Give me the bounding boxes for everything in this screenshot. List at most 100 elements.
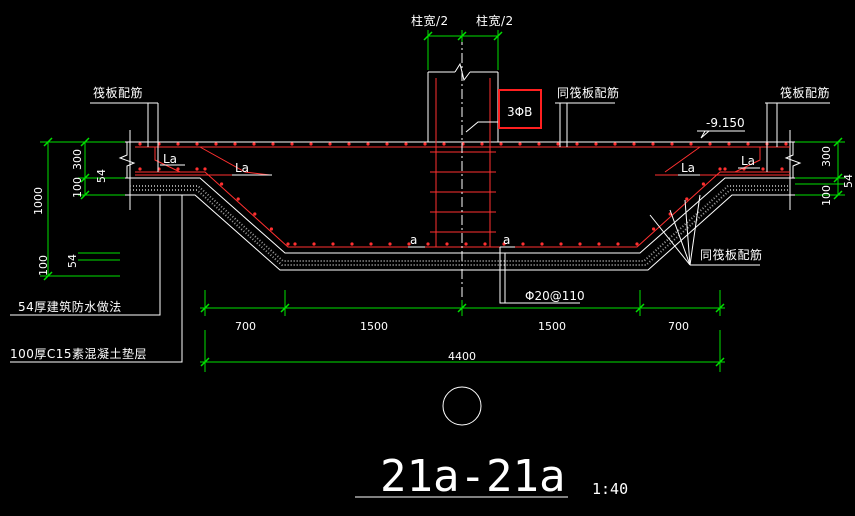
rebar-dot (220, 182, 224, 186)
rebar-dot (540, 242, 544, 246)
column-half-right-label: 柱宽/2 (476, 13, 514, 28)
rebar-dot (138, 167, 142, 171)
dim-left-lower-100: 100 (37, 255, 50, 276)
rebar-dot (518, 142, 522, 146)
rebar-dot (613, 142, 617, 146)
rebar-dot (350, 242, 354, 246)
rebar-dot (203, 167, 207, 171)
rebar-dot (537, 142, 541, 146)
rebar-dot (689, 142, 693, 146)
dim-seg-3: 1500 (538, 320, 566, 333)
rebar-dot (309, 142, 313, 146)
rebar-dot (331, 242, 335, 246)
rebar-dot (727, 142, 731, 146)
rebar-dot (723, 167, 727, 171)
dimension-lines (40, 30, 845, 372)
rebar-dot (236, 197, 240, 201)
dim-right-100: 100 (820, 185, 833, 206)
rebar-dot (701, 182, 706, 186)
rebar-dot (233, 142, 237, 146)
rebar-dot (252, 142, 256, 146)
rebar-dot (445, 242, 449, 246)
dim-seg-2: 1500 (360, 320, 388, 333)
waterproof-note: 54厚建筑防水做法 (18, 299, 122, 314)
rebar-dot (632, 142, 636, 146)
la-label-2: La (235, 161, 249, 175)
rebar-dot (746, 142, 750, 146)
rebar-dot (366, 142, 370, 146)
rebar-dot (195, 142, 199, 146)
rebar-dot (578, 242, 582, 246)
dim-left-300: 300 (71, 149, 84, 170)
section-circle (442, 386, 482, 426)
rebar-dots (138, 142, 788, 246)
rebar-dot (464, 242, 468, 246)
rebar-dot (369, 242, 373, 246)
raft-rebar-right-label: 筏板配筋 (780, 85, 830, 100)
rebar-dot (761, 167, 765, 171)
highlight-box (498, 89, 542, 129)
rebar-dot (483, 242, 487, 246)
cushion-hatch (130, 185, 790, 266)
dim-right-300: 300 (820, 146, 833, 167)
rebar-dot (286, 242, 290, 246)
stirrup-spec-label: 3ΦB (507, 105, 532, 119)
rebar-dot (718, 167, 722, 171)
rebar-dot (271, 142, 275, 146)
rebar-dot (423, 142, 427, 146)
rebar-dot (347, 142, 351, 146)
rebar-dot (685, 197, 689, 201)
same-raft-rebar-top-label: 同筏板配筋 (557, 85, 620, 100)
rebar-dot (138, 142, 142, 146)
rebar-dot (556, 142, 560, 146)
rebar-dot (597, 242, 601, 246)
rebar-dot (651, 142, 655, 146)
rebar-dot (176, 142, 180, 146)
raft-concrete-outline (118, 62, 802, 271)
scale-label: 1:40 (592, 480, 628, 498)
rebar-dot (652, 227, 656, 231)
rebar-dot (290, 142, 294, 146)
rebar-dot (426, 242, 430, 246)
dim-left-100: 100 (71, 177, 84, 198)
rebar-dot (214, 142, 218, 146)
rebar-dot (594, 142, 598, 146)
rebar-dot (269, 227, 273, 231)
rebar-dot (780, 167, 784, 171)
dim-left-1000: 1000 (32, 187, 45, 215)
rebar-dot (388, 242, 392, 246)
rebar-dot (312, 242, 316, 246)
a-left-label: a (410, 233, 417, 247)
rebar-dot (575, 142, 579, 146)
raft-rebar-left-label: 筏板配筋 (93, 85, 143, 100)
rebar-dot (784, 142, 788, 146)
rebar-dot (616, 242, 620, 246)
rebar-dot (404, 142, 408, 146)
la-label-3: La (681, 161, 695, 175)
dimension-ticks (43, 31, 843, 367)
dim-total: 4400 (448, 350, 476, 363)
rebar-dot (195, 167, 199, 171)
rebar-dot (502, 242, 506, 246)
dim-seg-4: 700 (668, 320, 689, 333)
rebar-dot (559, 242, 563, 246)
dim-right-54: 54 (842, 174, 855, 188)
rebar-dot (253, 212, 257, 216)
rebar-dot (385, 142, 389, 146)
rebar-dot (499, 142, 503, 146)
elevation-label: -9.150 (706, 116, 745, 130)
la-label-4: La (741, 154, 755, 168)
cushion-note: 100厚C15素混凝土垫层 (10, 346, 147, 361)
rebar-dot (635, 242, 639, 246)
a-right-label: a (503, 233, 510, 247)
dim-left-lower-54: 54 (66, 254, 79, 268)
rebar-dot (328, 142, 332, 146)
la-label-1: La (163, 152, 177, 166)
rebar-dot (442, 142, 446, 146)
rebar-dot (293, 242, 297, 246)
rebar-dot (407, 242, 411, 246)
same-raft-rebar-bottom-label: 同筏板配筋 (700, 247, 763, 262)
column-half-left-label: 柱宽/2 (411, 13, 449, 28)
dim-left-54: 54 (95, 169, 108, 183)
